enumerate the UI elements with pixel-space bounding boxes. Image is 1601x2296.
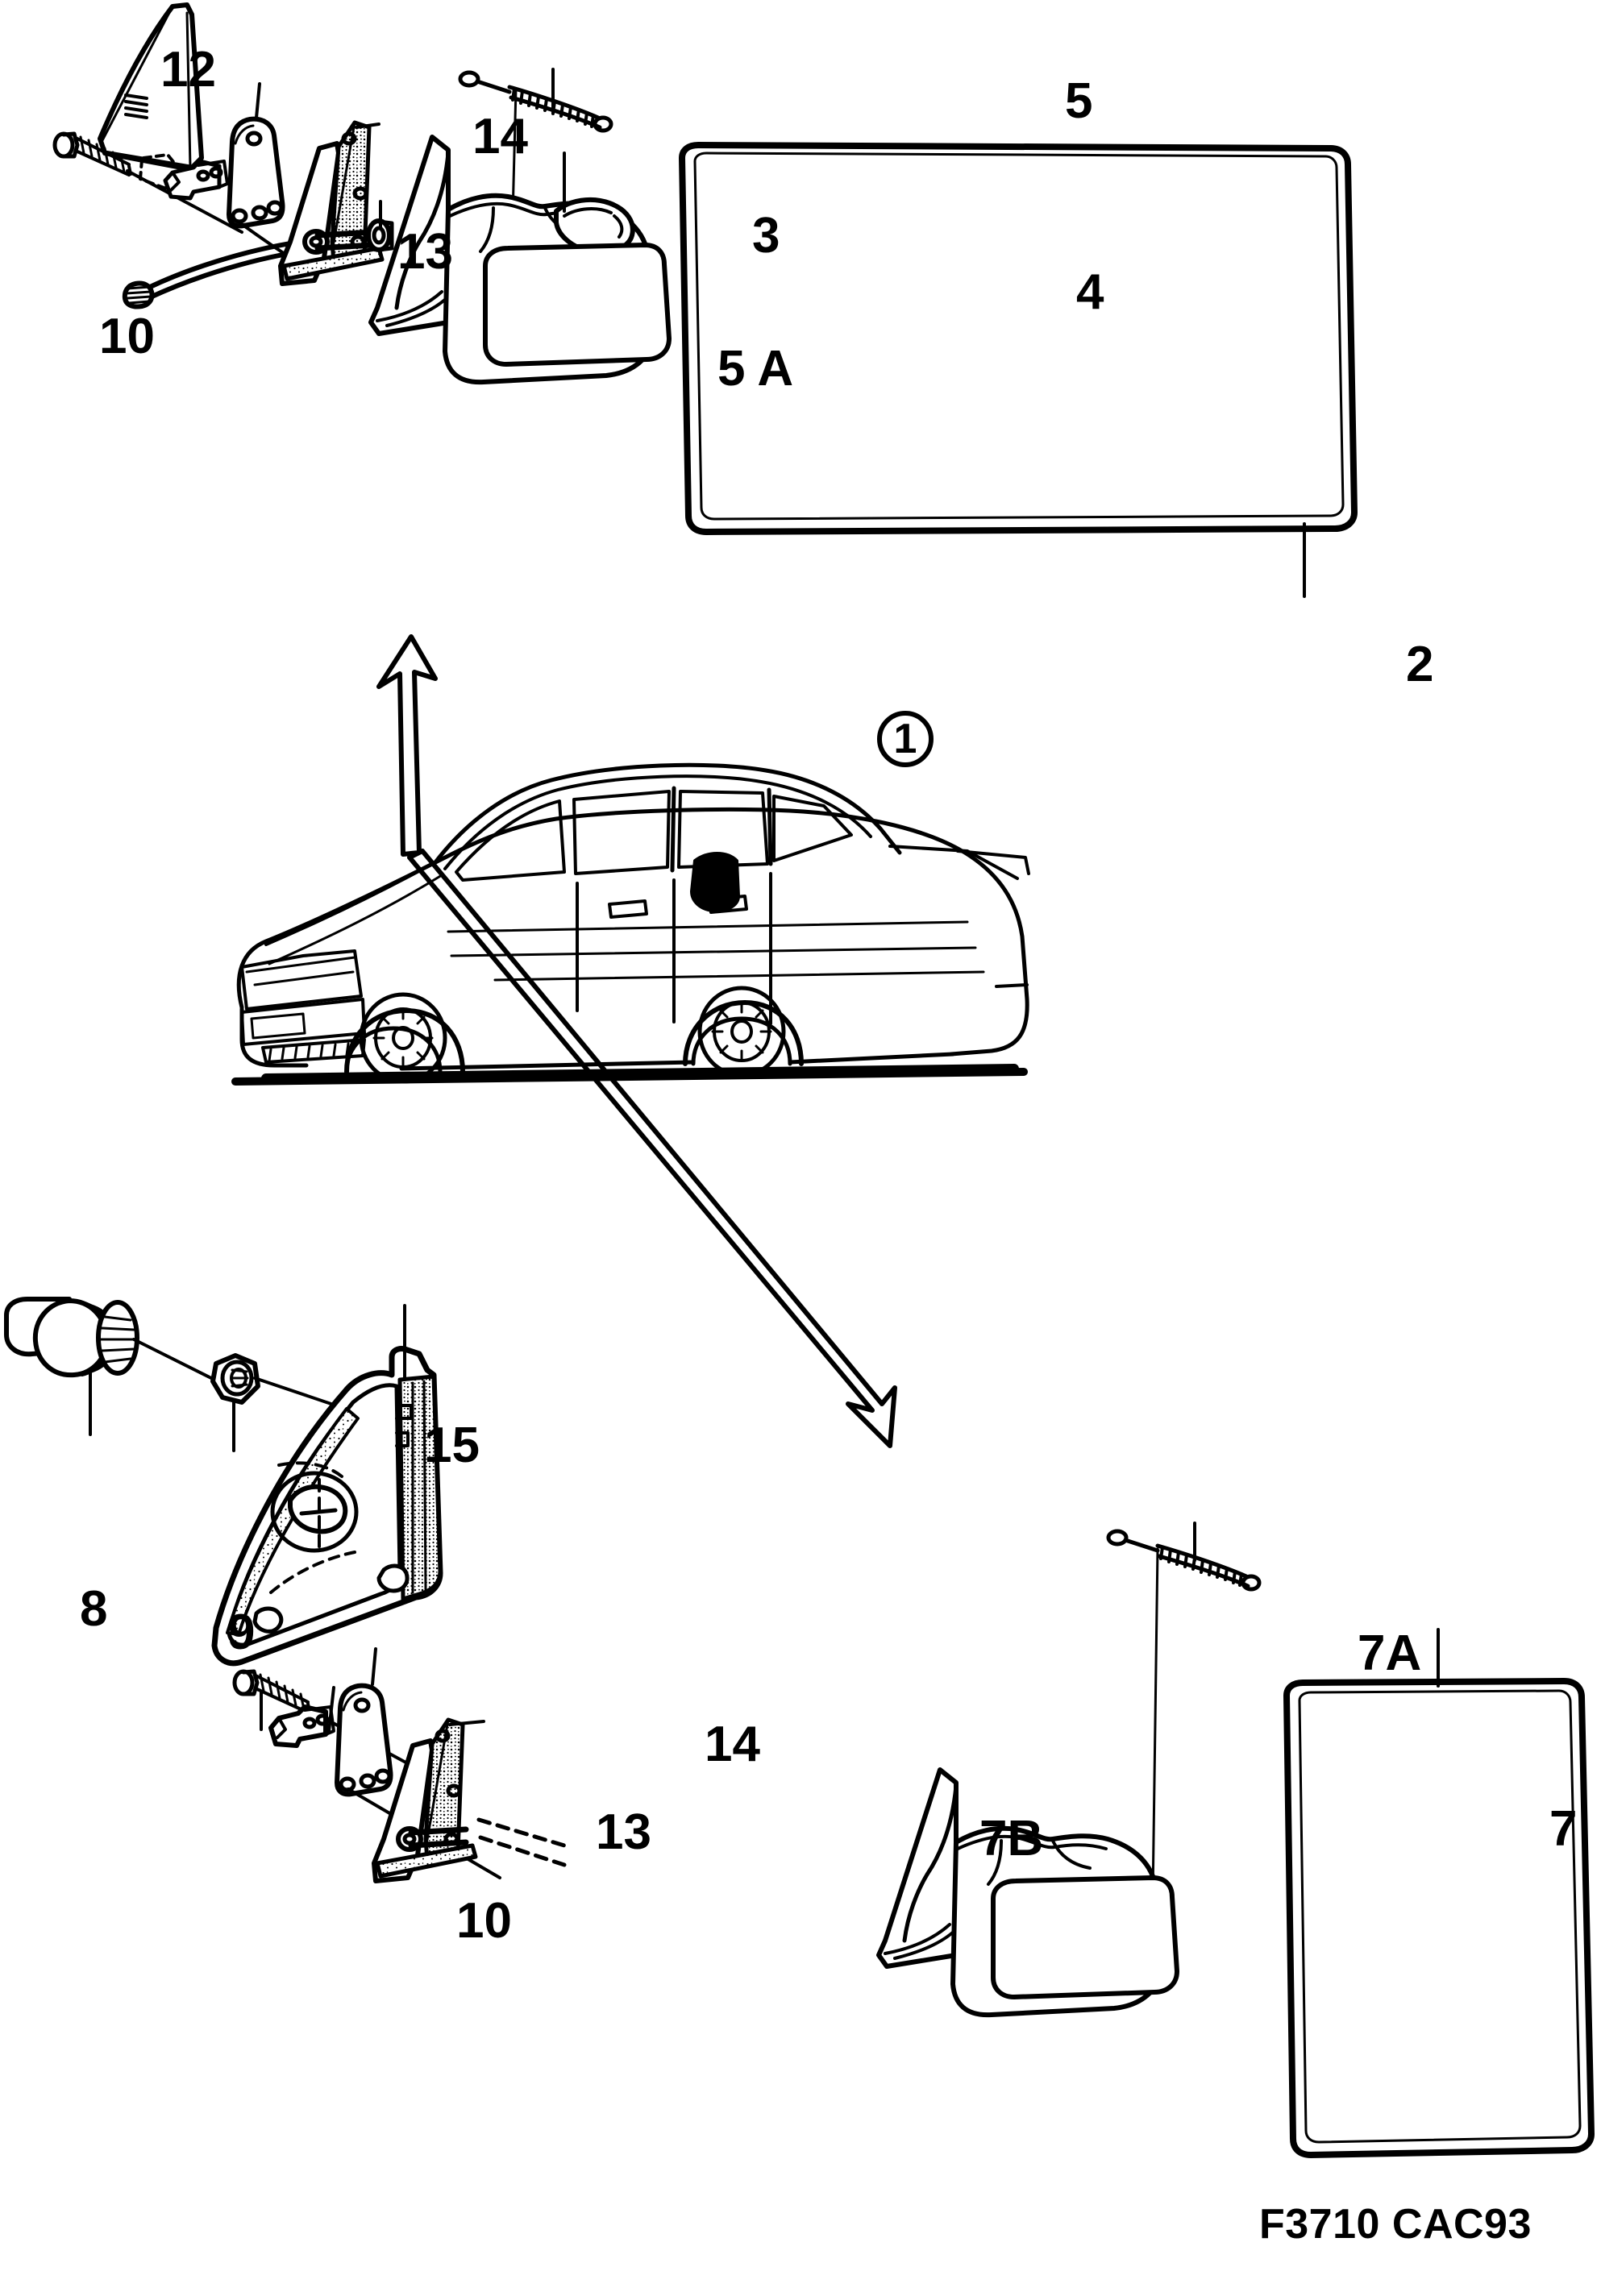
- callout-4-upper: 4: [1076, 264, 1104, 320]
- part-mounting-arm-link-lower: [335, 1647, 501, 1879]
- part-mirror-glass-lower: [1283, 1628, 1595, 2158]
- callout-7-lower: 7: [1549, 1801, 1578, 1857]
- callout-3-upper: 3: [752, 208, 780, 264]
- callout-13-upper: 13: [397, 224, 453, 280]
- part-adjuster-knob-lower: [4, 1297, 216, 1436]
- part-lock-nut-lower: [210, 1353, 380, 1452]
- callout-5a-upper: 5 A: [717, 341, 794, 397]
- part-tension-spring-upper: [458, 68, 613, 218]
- part-tension-spring-lower: [1106, 1522, 1262, 1899]
- part-screw-upper: [52, 131, 243, 234]
- callout-12-upper: 12: [160, 42, 216, 98]
- callout-arrow-up: [376, 634, 438, 857]
- part-gasket-base-plate-upper: [278, 120, 394, 286]
- callout-13-lower: 13: [596, 1804, 651, 1860]
- callout-14-upper: 14: [472, 109, 528, 164]
- part-mirror-housing-cap-upper: [554, 197, 635, 255]
- callout-14-lower: 14: [705, 1717, 760, 1772]
- callout-7a-lower: 7A: [1358, 1625, 1422, 1681]
- callout-10-upper: 10: [99, 309, 155, 364]
- callout-5-upper: 5: [1065, 73, 1093, 129]
- part-inner-trim-cover-lower: [211, 1304, 443, 1667]
- part-mounting-clip-bracket-lower: [268, 1686, 335, 1748]
- callout-9-lower: 9: [227, 1605, 256, 1660]
- callout-15-lower: 15: [424, 1418, 480, 1473]
- part-mirror-glass-upper: [679, 142, 1358, 598]
- callout-arrow-down: [407, 849, 897, 1448]
- diagram-caption: F3710 CAC93: [1259, 2201, 1532, 2248]
- vehicle-illustration: [231, 762, 1030, 1086]
- callout-2-upper: 2: [1406, 637, 1434, 692]
- assembly-number-1: 1: [877, 711, 934, 767]
- part-mirror-housing-upper: [368, 135, 672, 385]
- callout-7b-lower: 7B: [979, 1811, 1044, 1866]
- callout-8-lower: 8: [80, 1581, 108, 1637]
- part-gasket-base-plate-lower: [372, 1717, 567, 1883]
- part-mounting-arm-link-upper: [227, 82, 285, 229]
- callout-10-lower: 10: [456, 1893, 512, 1949]
- part-mounting-clip-bracket-upper: [139, 153, 229, 201]
- part-door-corner-trim-panel-upper: [98, 2, 204, 172]
- part-mirror-housing-lower: [876, 1767, 1179, 2018]
